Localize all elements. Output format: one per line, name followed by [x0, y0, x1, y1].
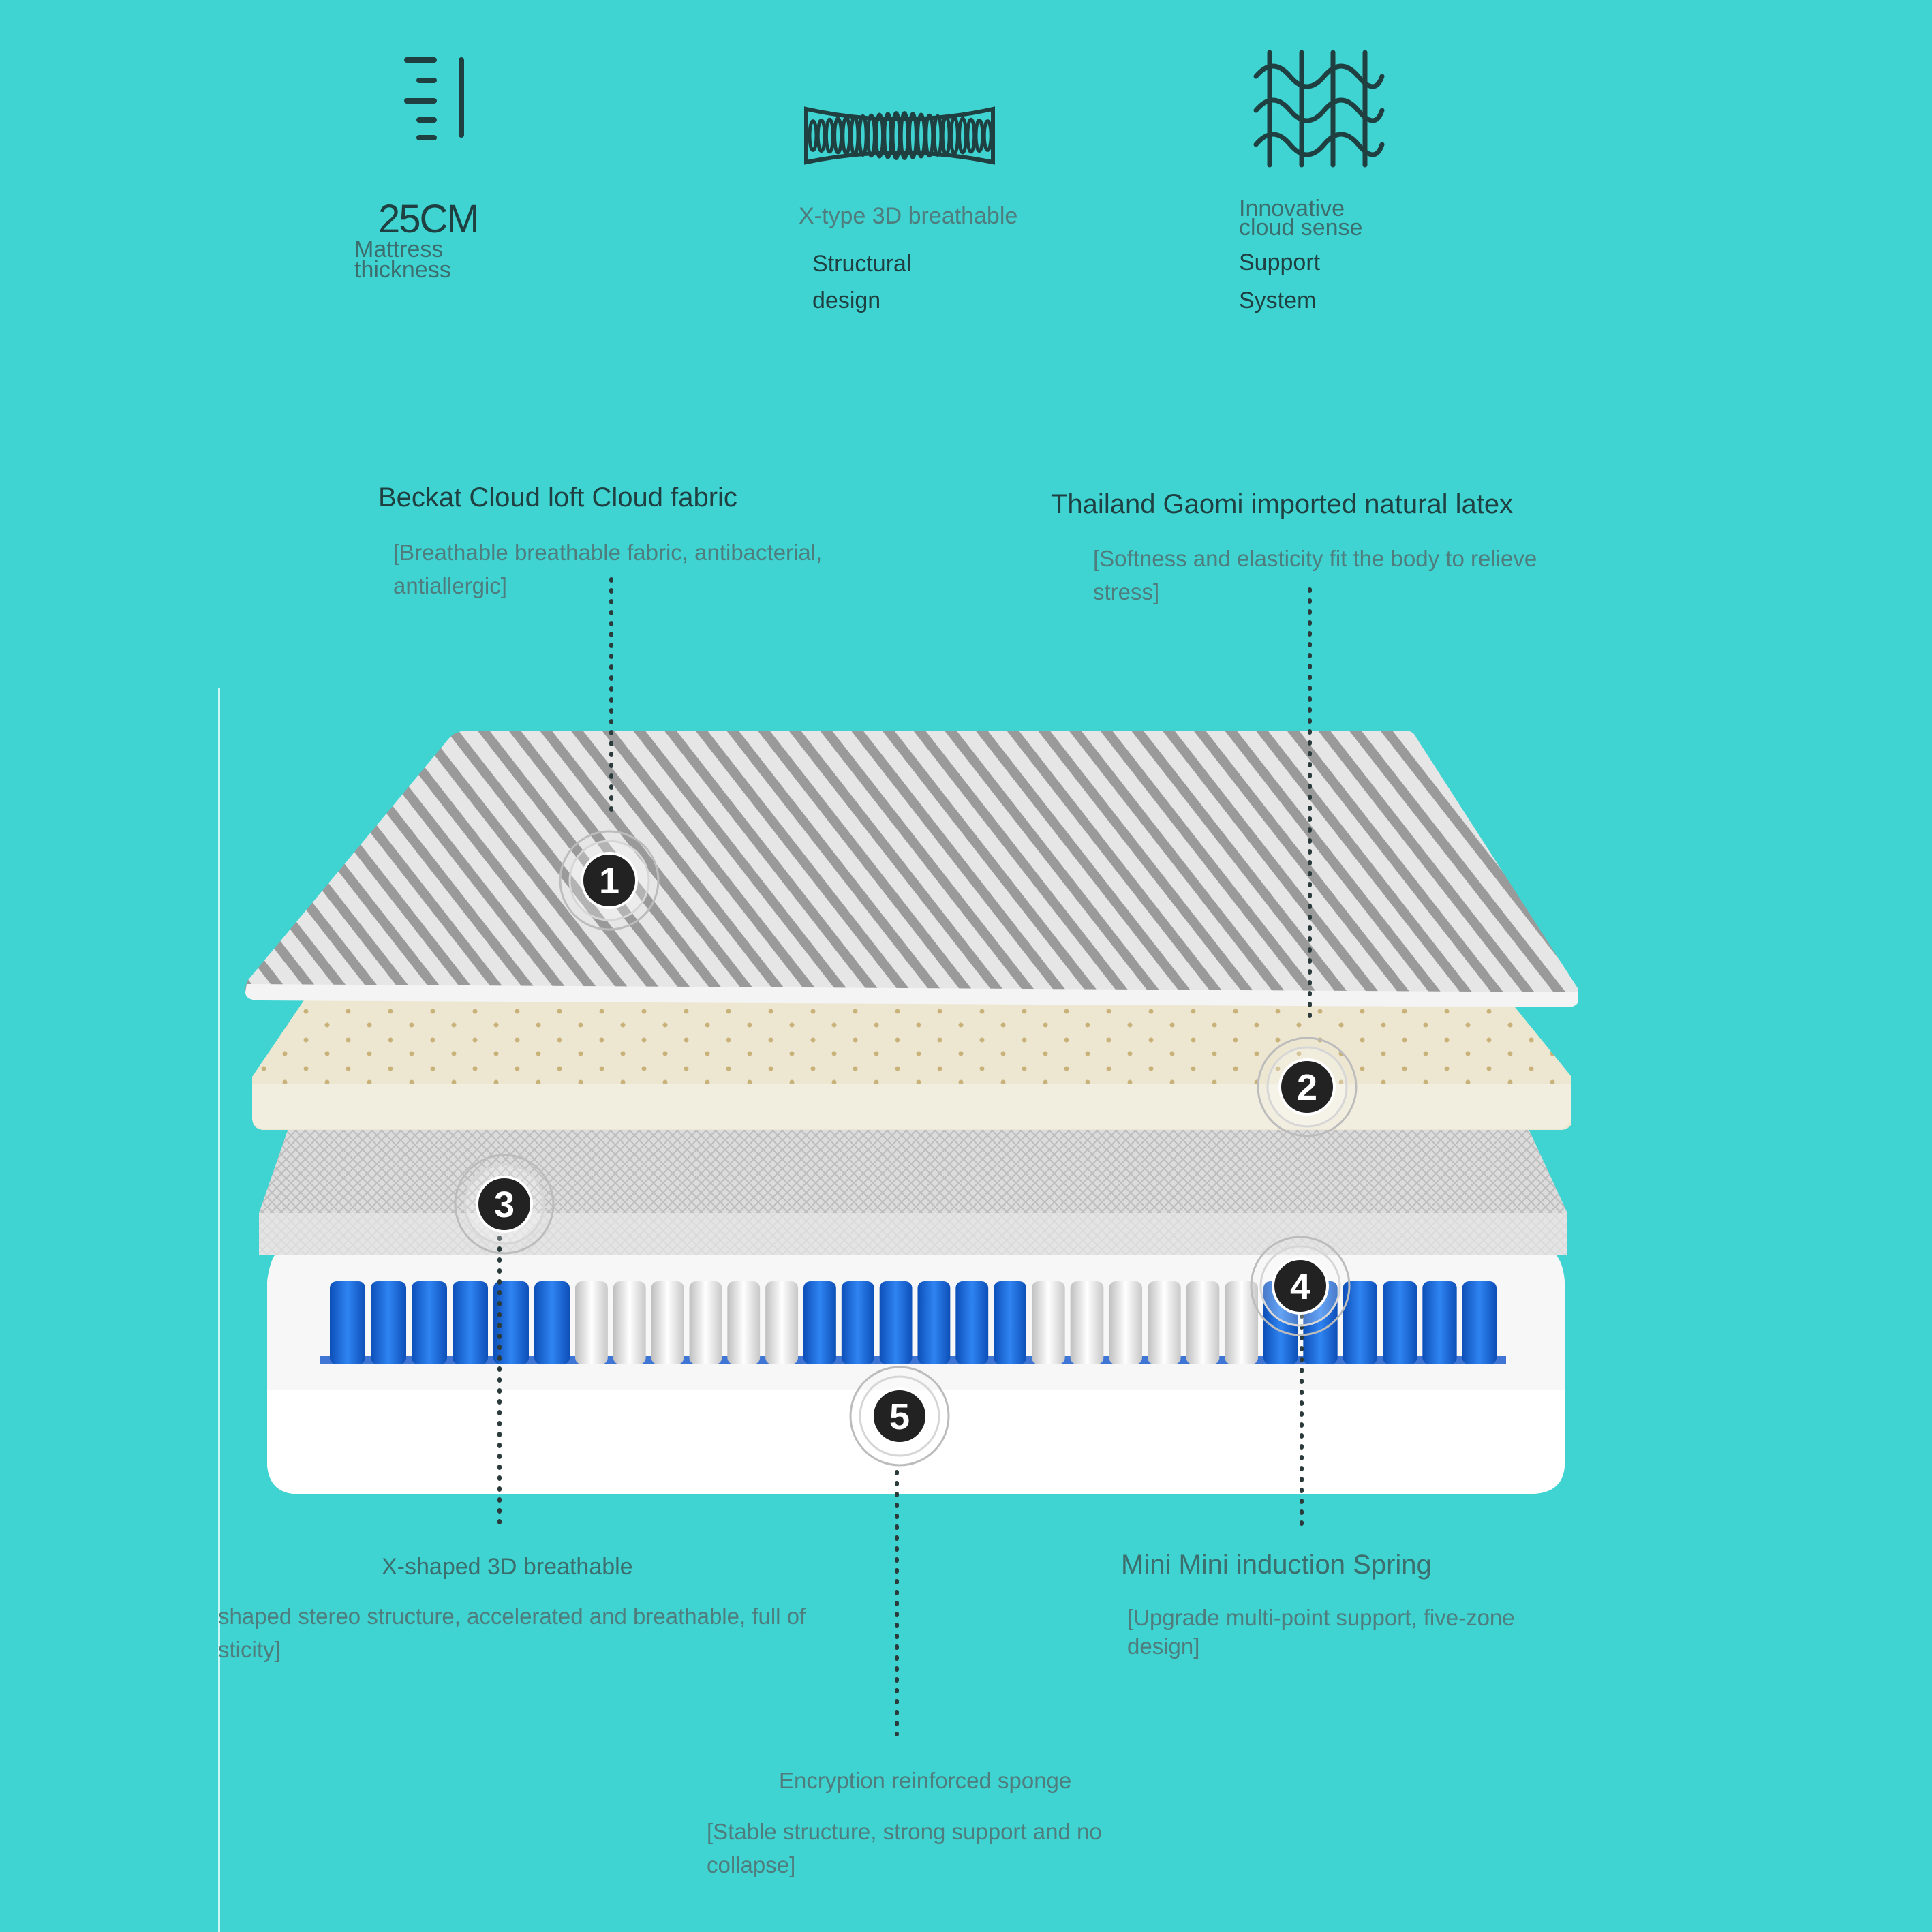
latex-layer [252, 996, 1571, 1130]
spring-coil [534, 1281, 570, 1364]
leader-lines [497, 577, 1312, 1736]
callout-4-desc-2: design] [1127, 1634, 1200, 1659]
spring-coil [575, 1281, 608, 1364]
thickness-value: 25CM [378, 197, 480, 241]
spring-coil [371, 1281, 406, 1364]
spring-coil [879, 1281, 913, 1364]
spring-coil [1109, 1281, 1142, 1364]
layer-badge-number: 3 [494, 1184, 515, 1225]
spring-coil [1186, 1281, 1220, 1364]
spring-coil [1343, 1281, 1377, 1364]
spring-coil [1383, 1281, 1417, 1364]
callout-5-desc-1: [Stable structure, strong support and no [707, 1819, 1102, 1844]
spring-coil [841, 1281, 874, 1364]
callout-1-desc-2: antiallergic] [393, 573, 507, 598]
callout-1-title: Beckat Cloud loft Cloud fabric [378, 482, 737, 512]
spring-coil [917, 1281, 951, 1364]
layer-badge-4: 4 [1250, 1236, 1351, 1336]
layer-badge-number: 5 [889, 1396, 910, 1437]
thickness-icon [404, 57, 464, 140]
layer-badge-number: 2 [1297, 1067, 1317, 1108]
layer-badge-number: 1 [599, 861, 619, 902]
mesh-layer [259, 1124, 1567, 1255]
callout-2-desc-1: [Softness and elasticity fit the body to… [1093, 546, 1537, 571]
callout-3-desc-1: shaped stereo structure, accelerated and… [218, 1604, 806, 1629]
structure-label-3: design [812, 288, 881, 313]
callout-1-desc-1: [Breathable breathable fabric, antibacte… [393, 540, 823, 565]
layer-badge-1: 1 [559, 830, 660, 931]
spring-coil [765, 1281, 798, 1364]
spring-coil [955, 1281, 989, 1364]
wave-support-icon [1253, 50, 1385, 168]
spring-coil [412, 1281, 447, 1364]
callout-3-desc-2: sticity] [218, 1637, 281, 1662]
layer-badge-2: 2 [1257, 1037, 1358, 1137]
callout-2-title: Thailand Gaomi imported natural latex [1051, 489, 1514, 519]
structure-label-2: Structural [812, 251, 912, 277]
callout-5-desc-2: collapse] [707, 1852, 796, 1877]
callout-4-title: Mini Mini induction Spring [1121, 1550, 1432, 1580]
spring-coil [330, 1281, 365, 1364]
spring-coil [689, 1281, 722, 1364]
spring-coil [1422, 1281, 1457, 1364]
spring-coil [1225, 1281, 1258, 1364]
layer-badge-number: 4 [1290, 1266, 1310, 1307]
spring-coil [453, 1281, 488, 1364]
thickness-label-1: Mattress [354, 236, 444, 262]
spring-coil [803, 1281, 836, 1364]
support-label-2: cloud sense [1239, 215, 1363, 241]
callout-5-title: Encryption reinforced sponge [779, 1768, 1072, 1793]
callout-4-desc-1: [Upgrade multi-point support, five-zone [1127, 1605, 1515, 1630]
structure-label-1: X-type 3D breathable [799, 203, 1018, 229]
spring-coil [1032, 1281, 1065, 1364]
callout-2-desc-2: stress] [1093, 579, 1160, 604]
layer-badge-5: 5 [849, 1366, 950, 1467]
spring-coil [651, 1281, 684, 1364]
thickness-label-2: thickness [354, 257, 451, 283]
spring-coil [613, 1281, 646, 1364]
layer-badge-3: 3 [454, 1154, 555, 1255]
spring-structure-icon [804, 106, 995, 165]
spring-coil [1070, 1281, 1104, 1364]
spring-coil [994, 1281, 1026, 1364]
spring-coil [1462, 1281, 1497, 1364]
callout-3-title: X-shaped 3D breathable [382, 1554, 633, 1580]
left-divider [218, 688, 220, 1932]
support-label-1: Innovative [1239, 196, 1345, 221]
spring-coil [493, 1281, 529, 1364]
layer-badges: 1 2 3 4 5 [454, 830, 1358, 1467]
fabric-layer [245, 731, 1578, 1007]
spring-coil [1148, 1281, 1181, 1364]
support-label-3: Support [1239, 249, 1321, 275]
spring-coil [727, 1281, 761, 1364]
support-label-4: System [1239, 288, 1317, 313]
